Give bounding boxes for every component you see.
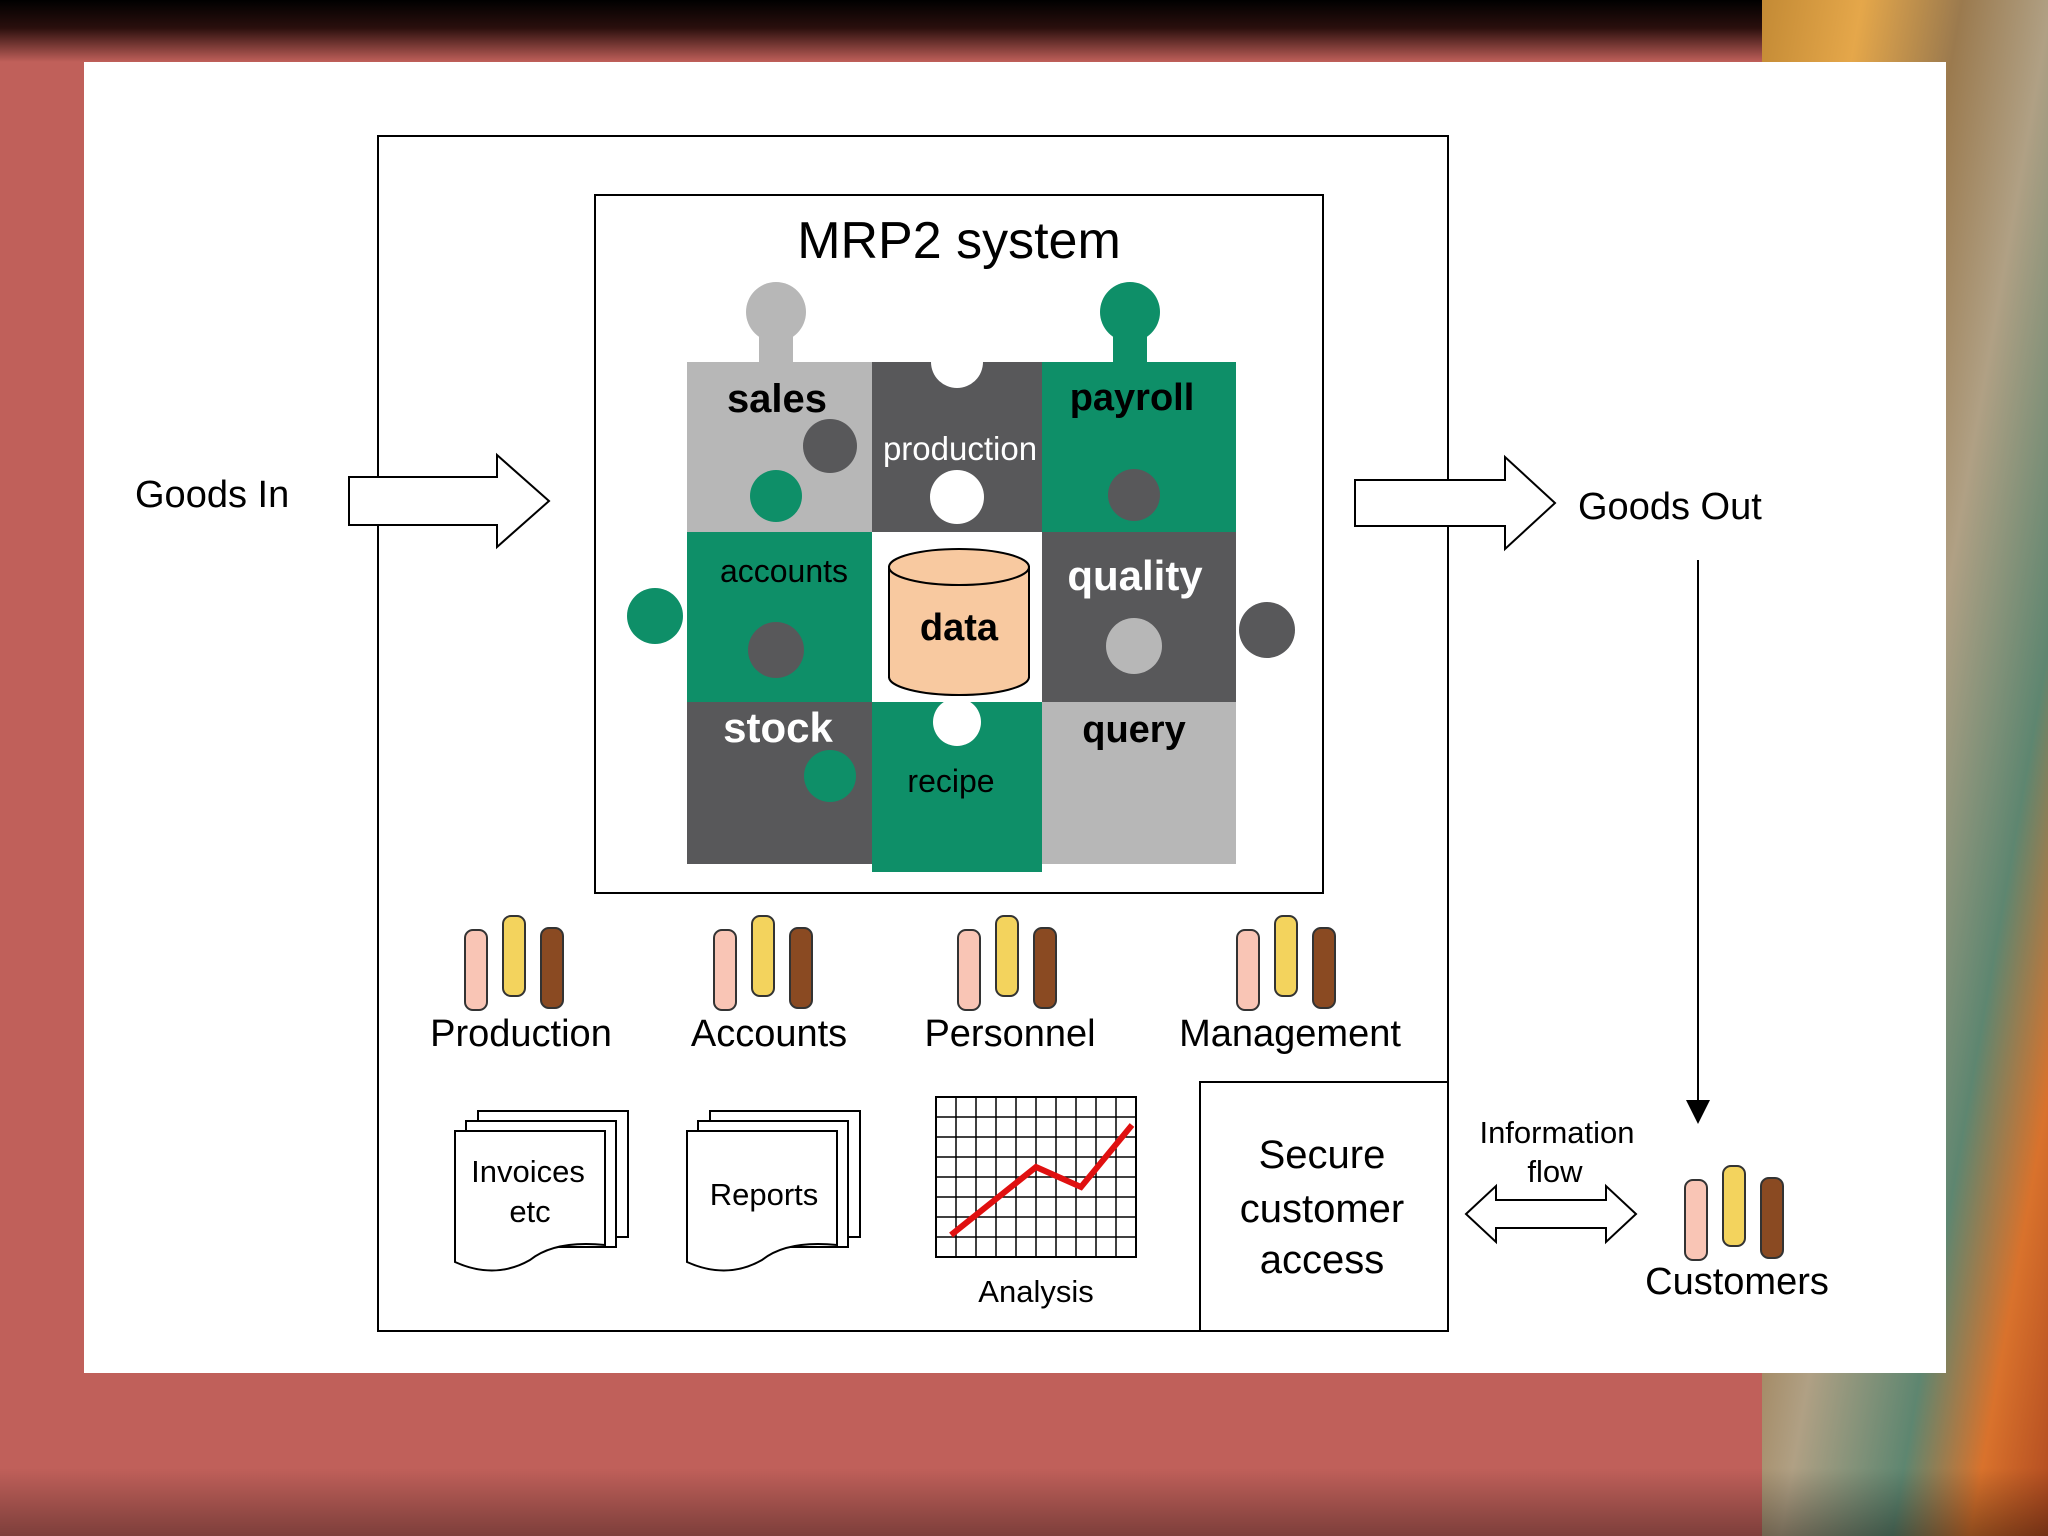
puzzle-knob bbox=[804, 750, 856, 802]
puzzle-piece-query bbox=[1042, 702, 1236, 864]
people-icon bbox=[957, 915, 1057, 1011]
department-accounts: Accounts bbox=[691, 1013, 847, 1055]
bidirectional-arrow-icon bbox=[1464, 1183, 1638, 1245]
puzzle-knob bbox=[746, 282, 806, 342]
puzzle-knob bbox=[1108, 469, 1160, 521]
puzzle-label-payroll: payroll bbox=[1070, 377, 1195, 419]
goods-out-arrow-icon bbox=[1354, 454, 1557, 552]
info-flow-line1: Information bbox=[1479, 1115, 1634, 1150]
secure-access-line1: Secure bbox=[1259, 1133, 1386, 1177]
puzzle-knob-neck bbox=[1113, 330, 1147, 370]
reports-label: Reports bbox=[710, 1177, 819, 1212]
puzzle-knob bbox=[1100, 282, 1160, 342]
reports-document-icon bbox=[686, 1110, 861, 1272]
invoices-document-icon bbox=[454, 1110, 629, 1272]
puzzle-label-recipe: recipe bbox=[907, 763, 994, 799]
people-icon bbox=[1684, 1165, 1784, 1261]
mrp2-title: MRP2 system bbox=[797, 212, 1121, 270]
department-personnel: Personnel bbox=[924, 1013, 1095, 1055]
secure-access-line2: customer bbox=[1240, 1187, 1405, 1231]
puzzle-knob bbox=[1239, 602, 1295, 658]
puzzle-knob bbox=[1106, 618, 1162, 674]
people-icon bbox=[713, 915, 813, 1011]
puzzle-socket bbox=[933, 698, 981, 746]
bottom-shade bbox=[0, 1468, 2048, 1536]
secure-access-line3: access bbox=[1260, 1238, 1385, 1282]
goods-out-label: Goods Out bbox=[1578, 486, 1762, 528]
goods-in-label: Goods In bbox=[135, 474, 289, 516]
secure-access-box bbox=[1199, 1081, 1449, 1332]
analysis-label: Analysis bbox=[978, 1274, 1093, 1309]
database-cylinder-icon bbox=[888, 548, 1030, 696]
puzzle-knob bbox=[803, 419, 857, 473]
puzzle-knob-neck bbox=[759, 330, 793, 370]
puzzle-label-accounts: accounts bbox=[720, 553, 848, 589]
puzzle-knob bbox=[750, 470, 802, 522]
people-icon bbox=[464, 915, 564, 1011]
puzzle-knob bbox=[627, 588, 683, 644]
invoices-label-line2: etc bbox=[509, 1194, 550, 1229]
puzzle-label-quality: quality bbox=[1067, 552, 1203, 599]
info-flow-line2: flow bbox=[1527, 1154, 1583, 1189]
puzzle-label-stock: stock bbox=[723, 704, 833, 751]
puzzle-socket bbox=[931, 336, 983, 388]
department-management: Management bbox=[1179, 1013, 1401, 1055]
puzzle-label-data: data bbox=[920, 607, 999, 649]
puzzle-socket bbox=[930, 470, 984, 524]
puzzle-label-production: production bbox=[883, 430, 1037, 467]
puzzle-label-query: query bbox=[1082, 709, 1185, 751]
invoices-label-line1: Invoices bbox=[471, 1154, 585, 1189]
puzzle-knob bbox=[748, 622, 804, 678]
people-icon bbox=[1236, 915, 1336, 1011]
puzzle-label-sales: sales bbox=[727, 377, 827, 421]
department-production: Production bbox=[430, 1013, 612, 1055]
customers-label: Customers bbox=[1645, 1261, 1829, 1303]
analysis-chart-icon bbox=[935, 1096, 1137, 1258]
top-dark-band bbox=[0, 0, 1780, 62]
goods-in-arrow-icon bbox=[348, 452, 551, 550]
puzzle-grid: sales production payroll accounts data q… bbox=[627, 282, 1295, 872]
puzzle-piece-quality bbox=[1042, 532, 1236, 702]
